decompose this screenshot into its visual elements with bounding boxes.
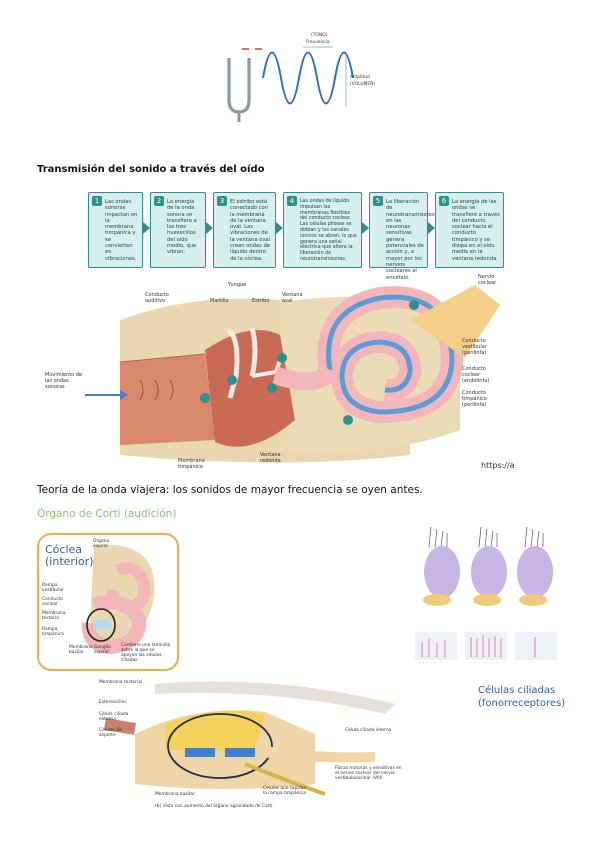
- label-ventana-oval: Ventana oval: [282, 292, 303, 304]
- transmission-heading: Transmisión del sonido a través del oído: [37, 164, 265, 175]
- step-arrow-icon: [206, 222, 213, 234]
- tono-label: (TONO): [311, 33, 328, 38]
- label-basilar: Membrana basilar: [69, 645, 93, 655]
- label-membrana-timpanica: Membrana timpánica: [178, 458, 205, 470]
- hair-cells-figure: [407, 526, 557, 677]
- tuning-fork-svg: [227, 46, 354, 122]
- cochlea-subtitle: (interior): [45, 555, 94, 568]
- label-celulas-soporte: Células de soporte: [99, 728, 122, 738]
- corti-detail-svg: [104, 681, 395, 796]
- hair-cells-title: Células ciliadas: [478, 685, 556, 696]
- ear-illustration-svg: [85, 285, 500, 463]
- step-number: 3: [217, 196, 227, 206]
- sine-wave: [262, 51, 354, 105]
- label-yunque: Yunque: [228, 282, 247, 288]
- step-number: 2: [154, 196, 164, 206]
- step-text: Las ondas sonoras impactan en la membran…: [105, 199, 138, 262]
- step-text: La energía de las ondas se transfiere a …: [452, 199, 500, 262]
- label-rampa-vestibular: Rampa vestibular: [42, 583, 64, 593]
- step-arrow-icon: [143, 222, 150, 234]
- step-text: La liberación de neurotransmisores en la…: [386, 199, 435, 281]
- corti-title: Órgano de Corti (audición): [37, 508, 177, 520]
- hair-cell-3: [517, 526, 553, 606]
- label-nervio-coclear: Nervio coclear: [478, 274, 497, 286]
- step-number: 5: [373, 196, 383, 206]
- cochlea-title: Cóclea: [45, 543, 83, 556]
- label-conducto-auditivo: Conducto auditivo: [145, 292, 169, 304]
- label-ventana-redonda: Ventana redonda: [260, 452, 281, 464]
- label-fibras: Fibras motoras y sensitivas en el nervio…: [335, 766, 402, 781]
- hair-cell-2: [471, 526, 507, 606]
- step-box-4: 4 Las ondas de líquido impulsan las memb…: [283, 192, 362, 268]
- label-timpanico: Conducto timpánico (perilinfa): [462, 390, 487, 408]
- cochlea-svg: [81, 544, 155, 655]
- volumen-label: (VOLUMEN): [350, 82, 376, 87]
- hair-cell-1: [423, 526, 460, 606]
- step-text: El estribo está conectado con la membran…: [230, 199, 271, 262]
- step-arrow-icon: [362, 222, 369, 234]
- step-number: 6: [439, 196, 449, 206]
- step-text: La energía de la onda sonora se transfie…: [167, 199, 197, 256]
- ear-illustration: Yunque Conducto auditivo Martillo Estrib…: [45, 274, 520, 475]
- travelling-wave-text: Teoría de la onda viajera: los sonidos d…: [37, 484, 423, 496]
- cochlea-note: Contiene una laminilla sobre la que se a…: [121, 643, 171, 663]
- label-vestibular: Conducto vestibular (perilinfa): [462, 338, 487, 356]
- step-box-5: 5 La liberación de neurotransmisores en …: [369, 192, 435, 281]
- label-rampa-timpanica: Rampa timpánica: [42, 627, 64, 637]
- label-celula-externa: Célula ciliada externa: [99, 712, 129, 722]
- label-estereocilios: Estereocilios: [99, 700, 127, 705]
- label-coclear: Conducto coclear (endolinfa): [462, 366, 490, 384]
- source-link[interactable]: https://a: [481, 461, 515, 470]
- label-celula-interna: Célula ciliada interna: [345, 728, 392, 733]
- label-membrana-basilar: Membrana basilar: [155, 792, 195, 797]
- figure-caption: (b) Vista con aumento del órgano agranda…: [155, 804, 273, 809]
- tuning-fork-icon: [227, 48, 262, 122]
- label-tectoria: Membrana tectoria: [42, 611, 66, 621]
- corti-detail-figure: Membrana tectorial Estereocilios Célula …: [95, 674, 405, 814]
- label-tectorial: Membrana tectorial: [99, 680, 143, 685]
- tuning-fork-figure: (TONO) Frecuencia Amplitud (VOLUMEN): [215, 30, 390, 125]
- frecuencia-label: Frecuencia: [306, 40, 330, 45]
- cochlea-interior-figure: Cóclea (interior) Rampa vestibular Condu…: [37, 533, 179, 671]
- step-number: 4: [287, 196, 297, 206]
- hair-cells-svg: [415, 526, 557, 660]
- label-rampa: Células que tapizan la rampa timpánica: [263, 786, 307, 796]
- step-number: 1: [92, 196, 102, 206]
- hair-cells-subtitle: (fonorreceptores): [478, 698, 566, 709]
- label-organo: Órgano espiral: [93, 539, 110, 549]
- step-arrow-icon: [428, 222, 435, 234]
- label-martillo: Martillo: [210, 298, 229, 304]
- step-box-1: 1 Las ondas sonoras impactan en la membr…: [88, 192, 143, 268]
- amplitud-label: Amplitud: [350, 75, 370, 80]
- label-movimiento: Movimiento de las ondas sonoras: [45, 372, 83, 390]
- step-box-2: 2 La energía de la onda sonora se transf…: [150, 192, 206, 268]
- step-arrow-icon: [276, 222, 283, 234]
- step-text: Las ondas de líquido impulsan las membra…: [300, 199, 357, 262]
- step-box-6: 6 La energía de las ondas se transfiere …: [435, 192, 504, 268]
- label-ganglio: Ganglio espiral: [94, 645, 111, 655]
- label-estribo: Estribo: [252, 298, 270, 304]
- label-conducto-coclear: Conducto coclear: [42, 597, 63, 607]
- step-box-3: 3 El estribo está conectado con la membr…: [213, 192, 276, 268]
